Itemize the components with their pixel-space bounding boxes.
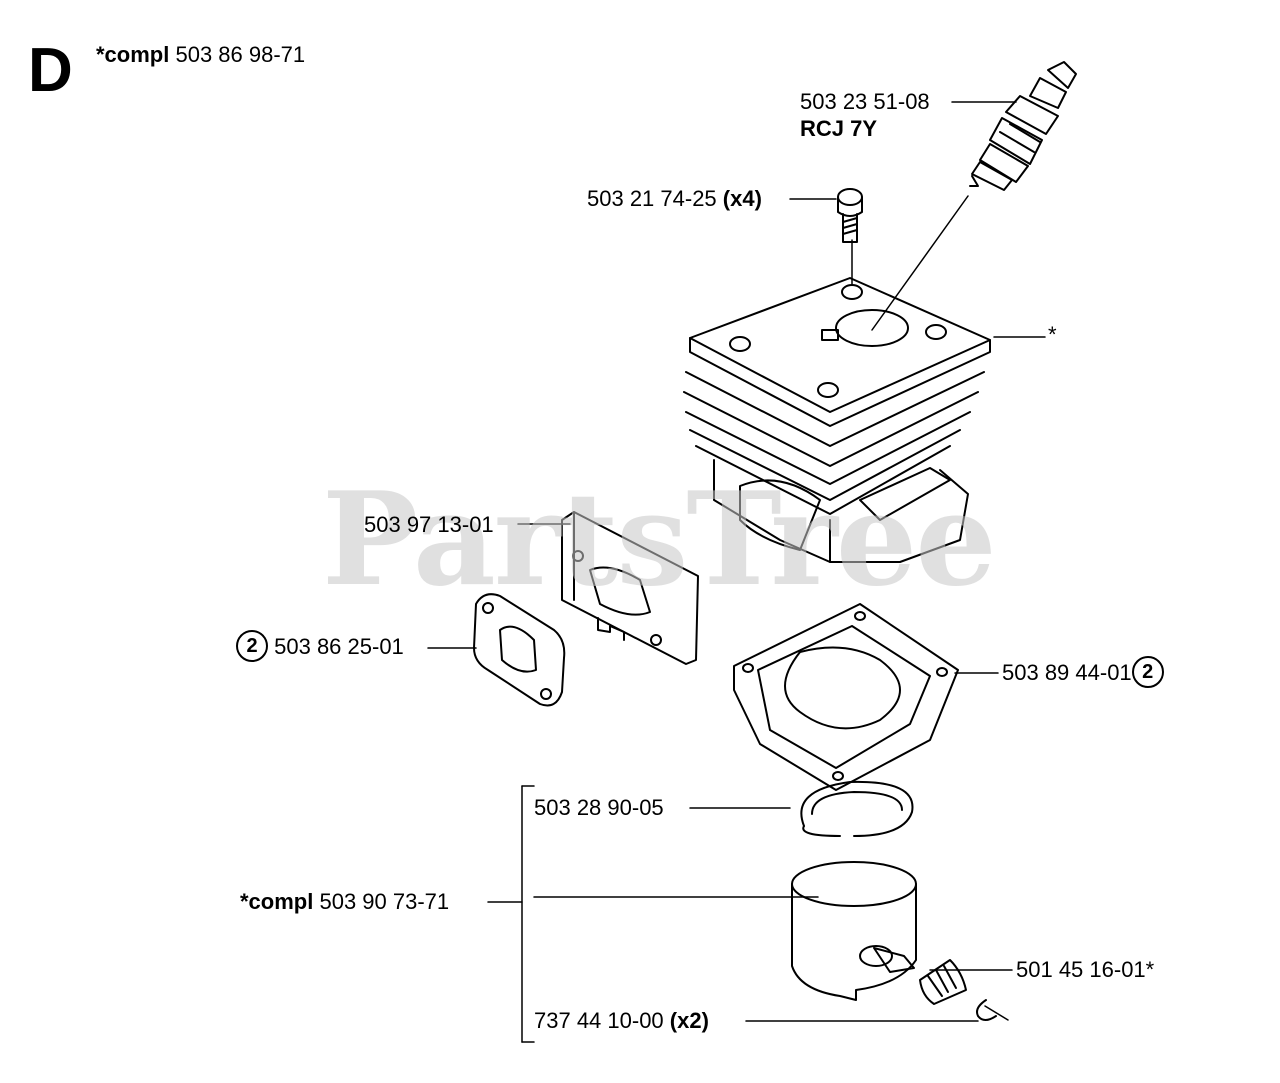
bearing-drawing bbox=[919, 959, 967, 1005]
watermark: PartsTree bbox=[322, 465, 997, 615]
screw-label[interactable]: 503 21 74-25 (x4) bbox=[587, 186, 762, 212]
leader-lines bbox=[427, 101, 1046, 1043]
ref-circle-cylinder-gasket: 2 bbox=[1131, 656, 1164, 689]
piston-ring-number[interactable]: 503 28 90-05 bbox=[534, 795, 664, 820]
cylinder-gasket-drawing bbox=[733, 603, 959, 791]
header-prefix: *compl bbox=[96, 42, 170, 67]
piston-kit-prefix: *compl bbox=[240, 889, 314, 914]
muffler-gasket-label[interactable]: 2 503 86 25-01 bbox=[236, 630, 404, 663]
piston-drawing bbox=[791, 861, 917, 1001]
circlip-qty: (x2) bbox=[669, 1008, 709, 1033]
ref-circle-muffler-gasket: 2 bbox=[236, 630, 268, 663]
cylinder-gasket-number: 503 89 44-01 bbox=[1002, 660, 1132, 685]
header-assembly-label: *compl 503 86 98-71 bbox=[96, 42, 305, 68]
spark-plug-code: RCJ 7Y bbox=[800, 116, 878, 141]
screw-qty: (x4) bbox=[722, 186, 762, 211]
screw-number: 503 21 74-25 bbox=[587, 186, 717, 211]
spark-plug-drawing bbox=[969, 61, 1077, 191]
cylinder-mark: * bbox=[1048, 322, 1057, 347]
plate-drawing bbox=[561, 511, 699, 665]
section-letter: D bbox=[28, 36, 73, 105]
header-number: 503 86 98-71 bbox=[175, 42, 306, 67]
cylinder-drawing bbox=[683, 277, 991, 563]
piston-kit-number: 503 90 73-71 bbox=[319, 889, 450, 914]
plate-number[interactable]: 503 97 13-01 bbox=[364, 512, 494, 537]
muffler-gasket-number: 503 86 25-01 bbox=[274, 634, 404, 659]
needle-bearing-number[interactable]: 501 45 16-01* bbox=[1016, 957, 1155, 982]
circlip-number: 737 44 10-00 bbox=[534, 1008, 664, 1033]
circlip-label[interactable]: 737 44 10-00 (x2) bbox=[534, 1008, 709, 1034]
circlip-drawing bbox=[976, 999, 997, 1021]
muffler-gasket-drawing bbox=[473, 593, 566, 707]
spark-plug-number[interactable]: 503 23 51-08 bbox=[800, 89, 930, 114]
screw-drawing bbox=[837, 188, 863, 243]
piston-kit-label[interactable]: *compl 503 90 73-71 bbox=[240, 889, 449, 915]
piston-ring-drawing bbox=[800, 780, 914, 837]
